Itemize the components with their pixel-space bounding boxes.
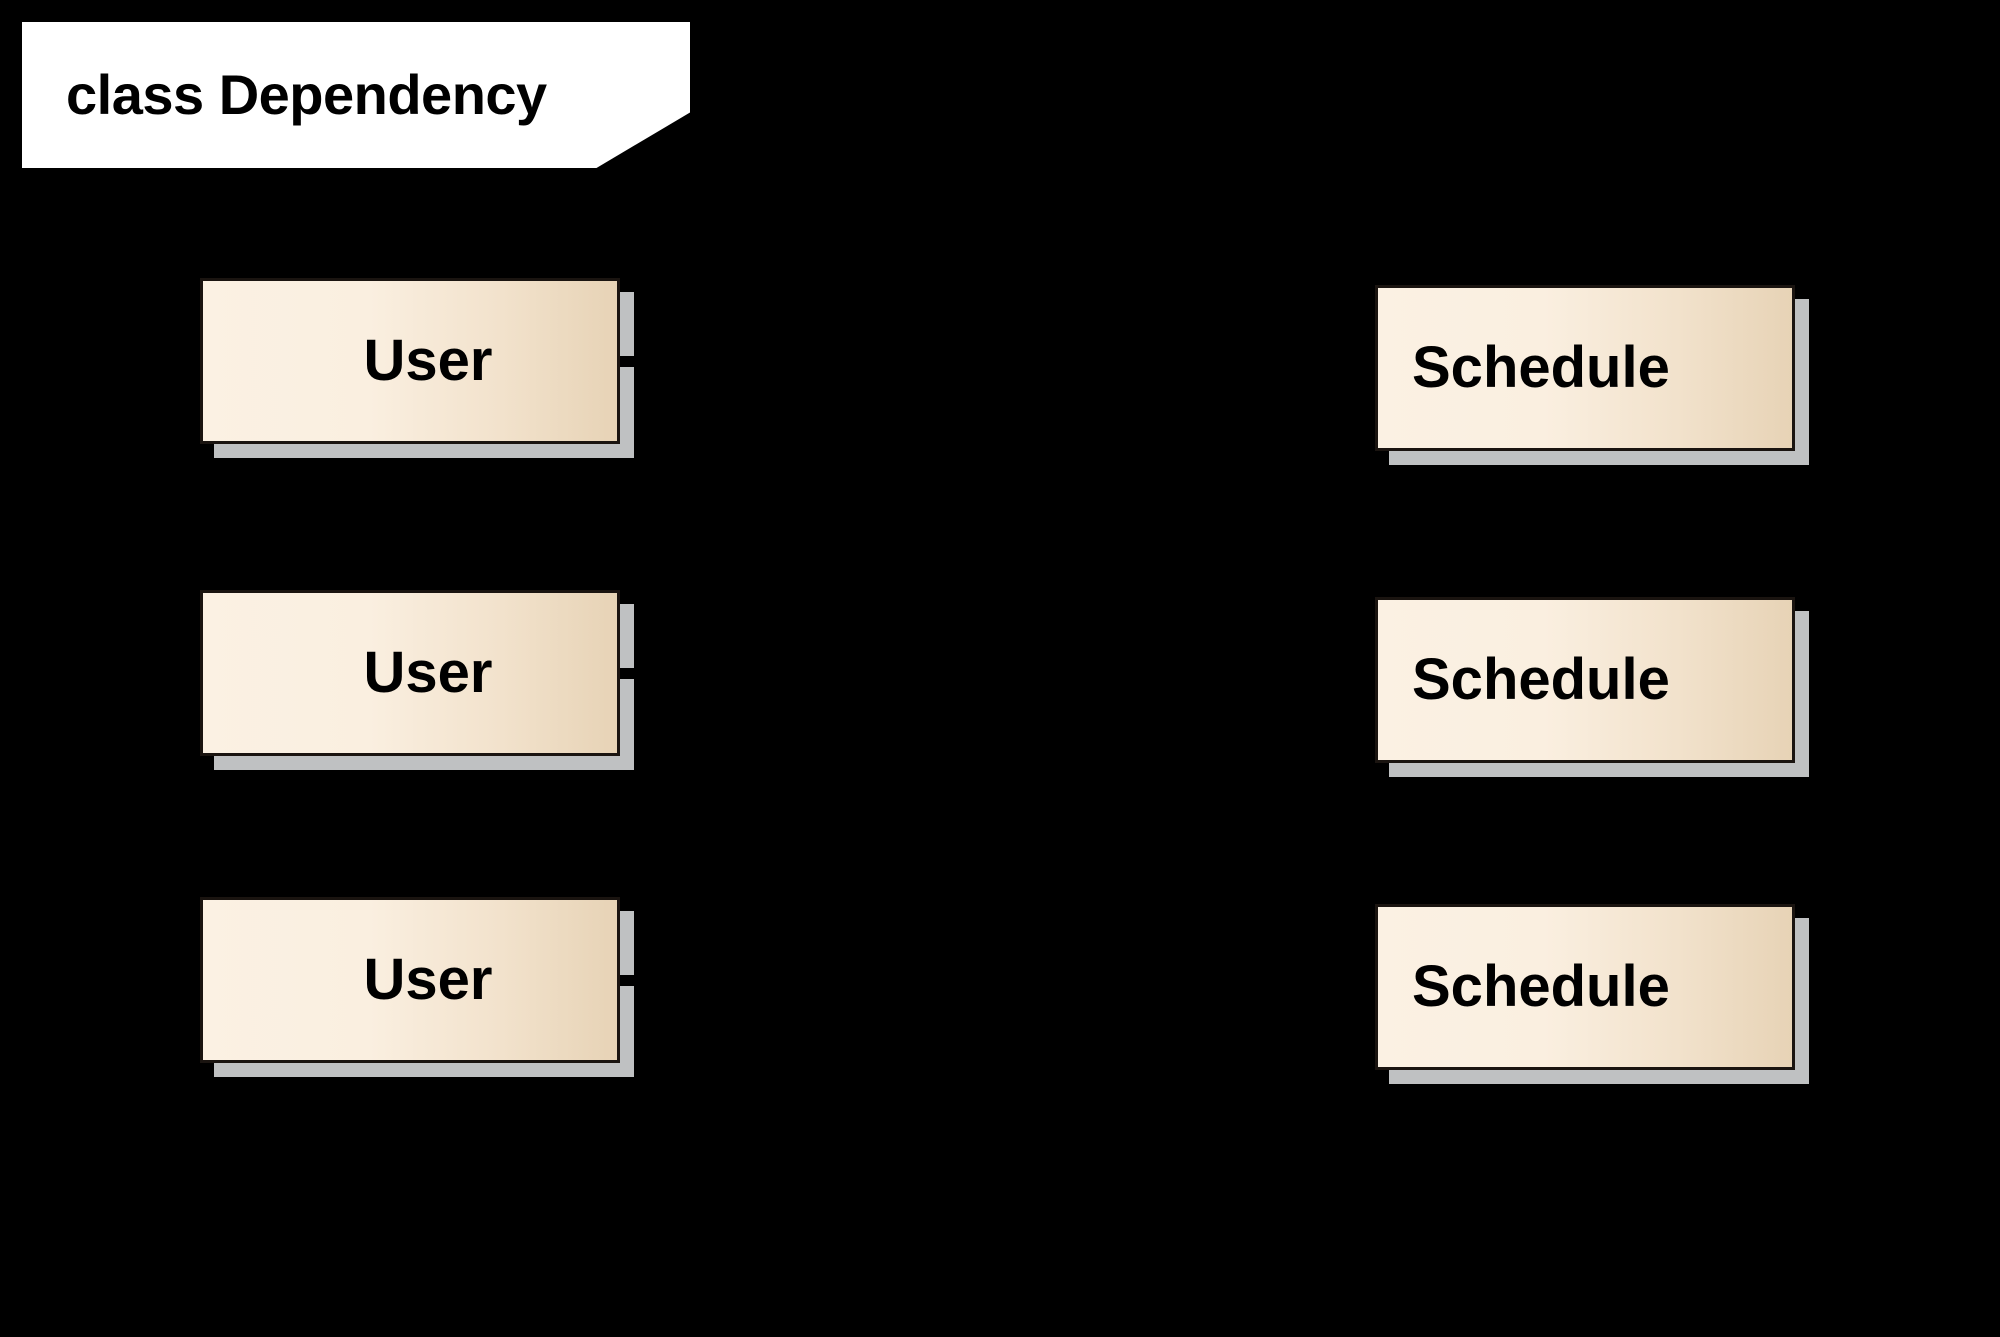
dependency-connector-stub-2 xyxy=(620,668,660,679)
class-node-schedule-2[interactable]: Schedule xyxy=(1375,597,1809,777)
node-body: User xyxy=(200,278,620,444)
class-node-schedule-3[interactable]: Schedule xyxy=(1375,904,1809,1084)
class-node-user-3[interactable]: User xyxy=(200,897,660,1077)
class-node-label: User xyxy=(363,640,493,705)
title-banner-label: class Dependency xyxy=(66,63,547,126)
node-body: Schedule xyxy=(1375,597,1795,763)
dependency-connector-stub-1 xyxy=(620,356,660,367)
class-node-schedule-1[interactable]: Schedule xyxy=(1375,285,1809,465)
node-body: User xyxy=(200,590,620,756)
class-node-label: Schedule xyxy=(1412,335,1670,400)
class-node-label: Schedule xyxy=(1412,954,1670,1019)
class-node-user-2[interactable]: User xyxy=(200,590,660,770)
class-node-label: User xyxy=(363,947,493,1012)
class-node-label: User xyxy=(363,328,493,393)
class-node-user-1[interactable]: User xyxy=(200,278,660,458)
node-body: User xyxy=(200,897,620,1063)
class-node-label: Schedule xyxy=(1412,647,1670,712)
node-body: Schedule xyxy=(1375,904,1795,1070)
dependency-connector-stub-3 xyxy=(620,975,660,986)
title-banner: class Dependency xyxy=(22,22,690,168)
node-body: Schedule xyxy=(1375,285,1795,451)
